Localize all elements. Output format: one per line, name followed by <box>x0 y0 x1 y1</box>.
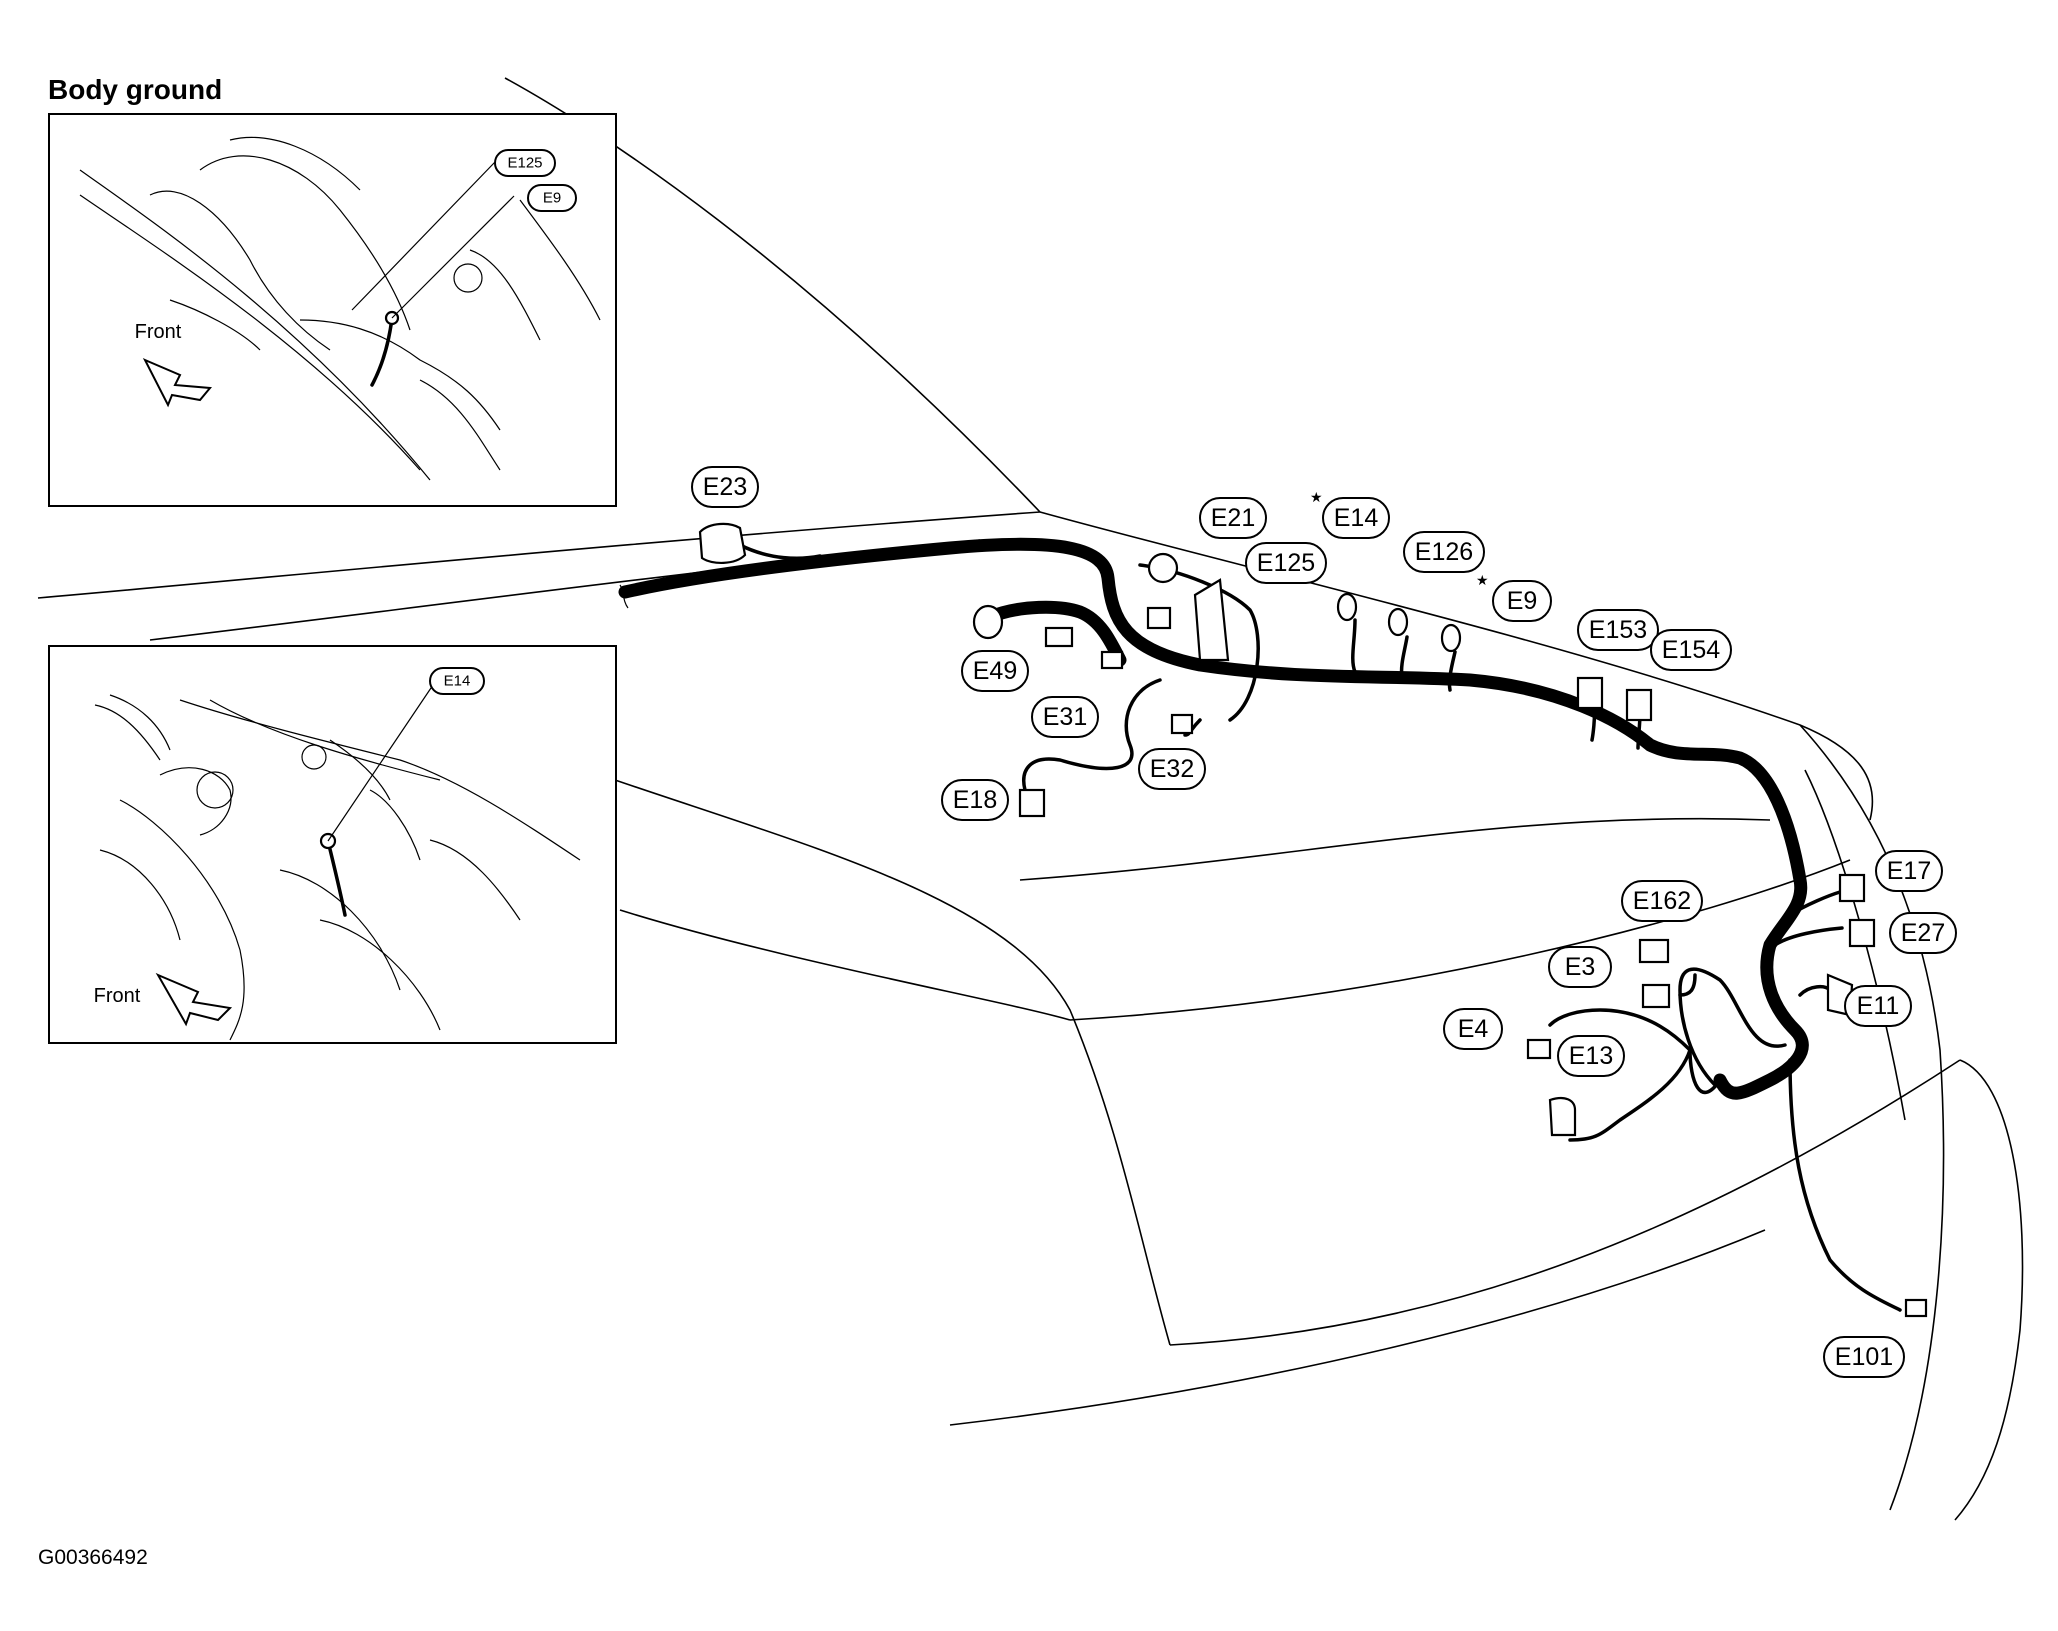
svg-text:E101: E101 <box>1835 1343 1893 1371</box>
svg-text:E153: E153 <box>1589 616 1647 644</box>
callout-e21: E21 <box>1199 497 1267 539</box>
svg-text:E31: E31 <box>1043 703 1087 731</box>
svg-text:E3: E3 <box>1565 953 1596 981</box>
connector-shapes <box>698 522 1928 1318</box>
figure-code: G00366492 <box>38 1546 148 1569</box>
svg-text:E154: E154 <box>1662 636 1720 664</box>
svg-text:E125: E125 <box>507 155 542 172</box>
svg-text:E125: E125 <box>1257 549 1315 577</box>
inset-title: Body ground <box>48 74 222 105</box>
svg-text:E23: E23 <box>703 473 747 501</box>
inset-label-e14-bottom: E14 <box>429 667 485 695</box>
svg-text:E14: E14 <box>1334 504 1379 532</box>
svg-text:E49: E49 <box>973 657 1017 685</box>
svg-text:E27: E27 <box>1901 919 1945 947</box>
callout-e17: E17 <box>1875 850 1943 892</box>
svg-text:E9: E9 <box>1507 587 1538 615</box>
vehicle-body-outline <box>37 77 2024 1521</box>
callout-e153: E153 <box>1577 609 1659 651</box>
callout-e18: E18 <box>941 779 1009 821</box>
star-marker-e14: ★ <box>1310 490 1323 506</box>
svg-text:E162: E162 <box>1633 887 1691 915</box>
svg-text:E4: E4 <box>1458 1015 1489 1043</box>
callout-e14: E14 <box>1322 497 1390 539</box>
callout-e11: E11 <box>1844 985 1912 1027</box>
callout-e4: E4 <box>1443 1008 1503 1050</box>
svg-text:E11: E11 <box>1857 992 1900 1020</box>
svg-text:E17: E17 <box>1887 857 1931 885</box>
callout-e49: E49 <box>961 650 1029 692</box>
svg-text:E18: E18 <box>953 786 997 814</box>
callout-e23: E23 <box>691 466 759 508</box>
callout-e126: E126 <box>1403 531 1485 573</box>
callout-e32: E32 <box>1138 748 1206 790</box>
callout-e154: E154 <box>1650 629 1732 671</box>
svg-text:E14: E14 <box>444 673 471 690</box>
inset-label-e125-top: E125 <box>494 149 556 177</box>
callout-e101: E101 <box>1823 1336 1905 1378</box>
callout-e13: E13 <box>1557 1035 1625 1077</box>
body-ground-inset-top: Front <box>48 113 617 507</box>
callout-e27: E27 <box>1889 912 1957 954</box>
svg-text:E32: E32 <box>1150 755 1194 783</box>
inset-label-e9-top: E9 <box>527 184 577 212</box>
front-label-bottom: Front <box>94 985 141 1007</box>
svg-text:E126: E126 <box>1415 538 1473 566</box>
callout-e9: E9 <box>1492 580 1552 622</box>
svg-text:E13: E13 <box>1569 1042 1613 1070</box>
star-marker-e9: ★ <box>1476 573 1489 589</box>
callout-e31: E31 <box>1031 696 1099 738</box>
callout-e125: E125 <box>1245 542 1327 584</box>
svg-text:E9: E9 <box>543 190 561 207</box>
callout-e3: E3 <box>1548 946 1612 988</box>
body-ground-inset-bottom: Front <box>48 645 617 1044</box>
svg-text:E21: E21 <box>1211 504 1255 532</box>
callout-e162: E162 <box>1621 880 1703 922</box>
branch-wires <box>738 543 1902 1312</box>
front-label-top: Front <box>135 321 182 343</box>
